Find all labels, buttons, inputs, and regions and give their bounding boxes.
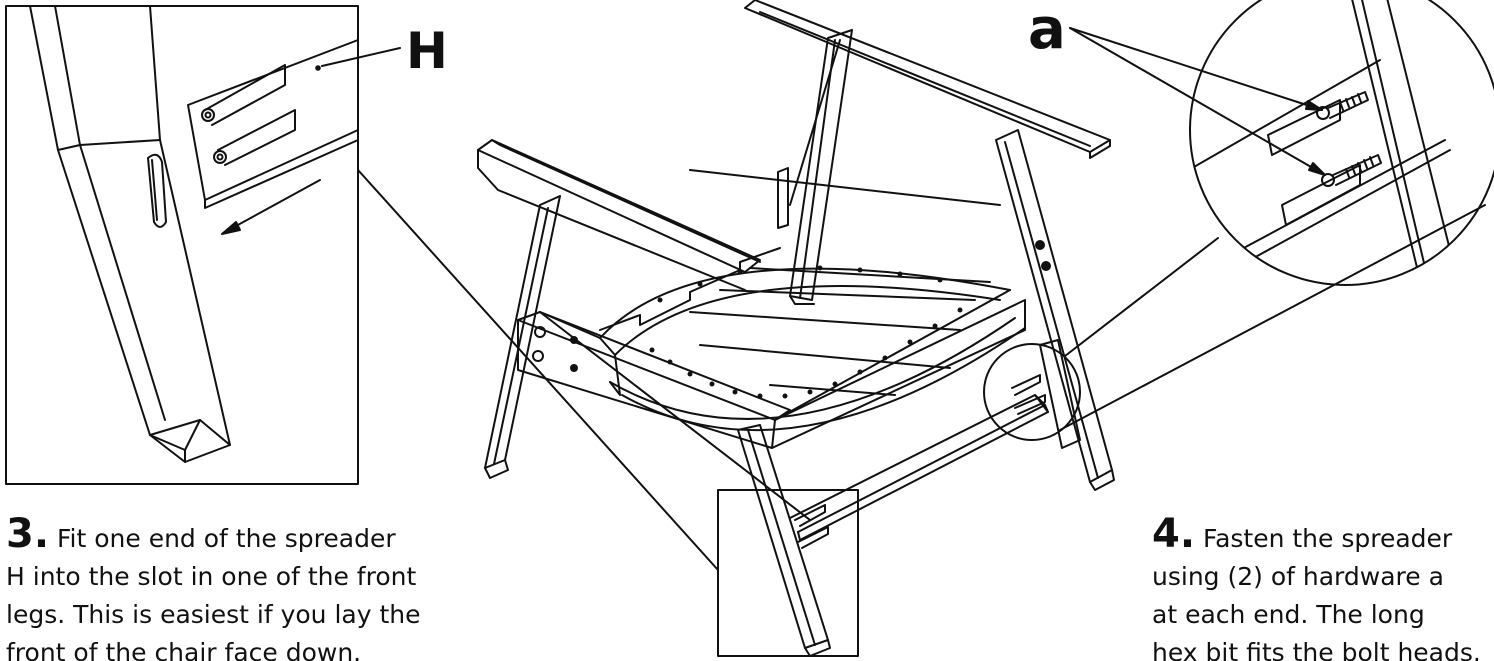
chair-main-view bbox=[477, 0, 1115, 657]
step-number: 4. bbox=[1152, 515, 1196, 557]
screw-icon bbox=[1316, 91, 1369, 120]
joint-highlight-circle bbox=[983, 343, 1081, 441]
detail-view-hardware bbox=[1069, 0, 1494, 286]
leader-line-right-a bbox=[1064, 237, 1219, 357]
callout-label-h: H bbox=[406, 22, 448, 80]
leader-line-left-a bbox=[357, 169, 719, 571]
step-text: Fit one end of the spreader H into the s… bbox=[6, 524, 421, 661]
leader-line-left-b bbox=[539, 311, 811, 521]
callout-leader-a1 bbox=[1069, 27, 1323, 111]
detail-frame-leg-bottom bbox=[717, 489, 859, 657]
callout-leader-h bbox=[321, 47, 401, 67]
step-text: Fasten the spreader using (2) of hardwar… bbox=[1152, 524, 1481, 661]
leader-line-right-b bbox=[1059, 204, 1486, 431]
arrow-icon bbox=[1305, 100, 1323, 111]
callout-label-a: a bbox=[1028, 0, 1066, 62]
detail-spreader-h bbox=[187, 39, 359, 235]
step-3-instruction: 3. Fit one end of the spreader H into th… bbox=[6, 515, 526, 661]
step-4-instruction: 4. Fasten the spreader using (2) of hard… bbox=[1152, 515, 1492, 661]
arrow-icon bbox=[1308, 162, 1326, 176]
detail-front-leg bbox=[29, 6, 231, 463]
step-number: 3. bbox=[6, 515, 50, 557]
rail-holes bbox=[649, 265, 963, 399]
screw-icon bbox=[1321, 154, 1382, 187]
callout-leader-a2 bbox=[1069, 27, 1326, 176]
detail-view-leg-slot bbox=[5, 5, 401, 485]
